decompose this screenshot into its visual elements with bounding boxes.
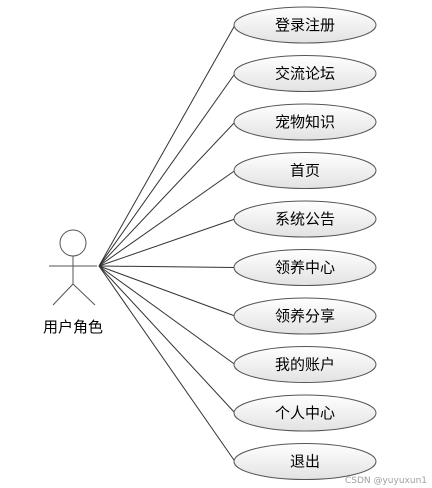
use-case-ellipse [233,443,377,480]
use-case-label: 我的账户 [275,356,335,374]
actor-head [59,229,87,257]
association-line [98,265,236,462]
actor-left-leg [52,283,74,306]
association-line [98,170,236,267]
use-case-label: 个人中心 [275,404,335,422]
use-case-ellipse [233,394,377,432]
association-lines [98,24,236,462]
actor-figure: 用户角色 [43,229,103,336]
use-case-label: 宠物知识 [275,113,335,131]
use-case-label: 交流论坛 [275,65,335,83]
use-case-ellipse [233,152,377,189]
use-case-label: 领养分享 [275,307,335,325]
use-case-item: 交流论坛 [233,55,377,92]
use-case-label: 退出 [290,453,320,471]
use-case-label: 登录注册 [275,16,335,34]
actor-right-leg [72,283,96,306]
use-case-item: 退出 [233,443,377,480]
use-case-item: 登录注册 [233,6,377,44]
association-line [98,121,236,267]
association-line [98,265,236,365]
use-case-item: 个人中心 [233,394,377,432]
use-case-label: 系统公告 [275,210,335,228]
association-line [98,265,236,317]
use-case-item: 首页 [233,152,377,189]
association-line [98,265,236,268]
association-line [98,73,236,267]
actor-label: 用户角色 [43,318,103,336]
use-case-item: 我的账户 [233,346,377,383]
association-line [98,24,236,267]
use-case-label: 领养中心 [275,259,335,277]
use-case-ellipse [233,55,377,92]
use-case-item: 领养分享 [233,297,377,335]
association-line [98,265,236,414]
watermark: CSDN @yuyuxun1 [345,476,427,486]
use-case-ellipse [233,103,377,141]
use-case-ellipse [233,249,377,286]
use-case-ellipse [233,346,377,383]
use-case-ellipse [233,297,377,335]
association-line [98,218,236,267]
use-case-item: 领养中心 [233,249,377,286]
use-case-ellipse [233,6,377,44]
use-case-item: 宠物知识 [233,103,377,141]
use-case-label: 首页 [290,162,320,180]
use-case-ellipse [233,200,377,238]
use-case-item: 系统公告 [233,200,377,238]
